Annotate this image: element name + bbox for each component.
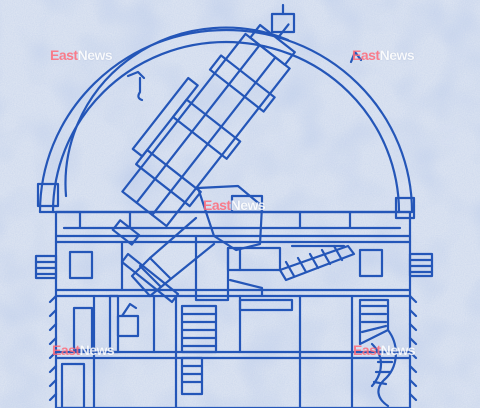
watermark: EastNews xyxy=(52,342,115,358)
dome-outer-arc xyxy=(38,28,414,214)
dome-hoist-left xyxy=(126,70,146,102)
ground-hatching xyxy=(48,294,418,402)
door-lower-left xyxy=(60,362,86,408)
dome-hoist-right xyxy=(349,50,363,64)
watermark-part1: East xyxy=(203,197,231,213)
mount-pier-arm xyxy=(130,216,216,298)
watermark-part1: East xyxy=(353,342,381,358)
watermark: EastNews xyxy=(353,342,416,358)
building-section xyxy=(34,210,434,408)
watermark-part2: News xyxy=(77,47,113,63)
spiral-staircase xyxy=(358,298,397,408)
watermark-part1: East xyxy=(52,342,80,358)
watermark-part1: East xyxy=(352,47,380,63)
window-upper-left xyxy=(68,250,94,280)
window-upper-right xyxy=(358,248,384,278)
dome-left-foot xyxy=(36,182,60,208)
watermark-part2: News xyxy=(380,342,416,358)
watermark-part2: News xyxy=(230,197,266,213)
dome-inner-arc xyxy=(51,40,401,214)
watermark-part2: News xyxy=(379,47,415,63)
telescope-finder xyxy=(131,76,199,158)
observing-platform xyxy=(278,244,356,282)
dome-right-foot xyxy=(394,196,416,220)
telescope-mount xyxy=(120,184,282,304)
watermark: EastNews xyxy=(352,47,415,63)
watermark: EastNews xyxy=(50,47,113,63)
door-left-room xyxy=(72,306,94,352)
watermark: EastNews xyxy=(203,197,266,213)
watermark-part2: News xyxy=(79,342,115,358)
upper-deck-railing xyxy=(62,210,402,230)
watermark-part1: East xyxy=(50,47,78,63)
telescope xyxy=(111,23,296,246)
central-staircase xyxy=(180,304,218,396)
mount-base xyxy=(194,234,230,302)
dome-slit-arc xyxy=(64,26,290,198)
